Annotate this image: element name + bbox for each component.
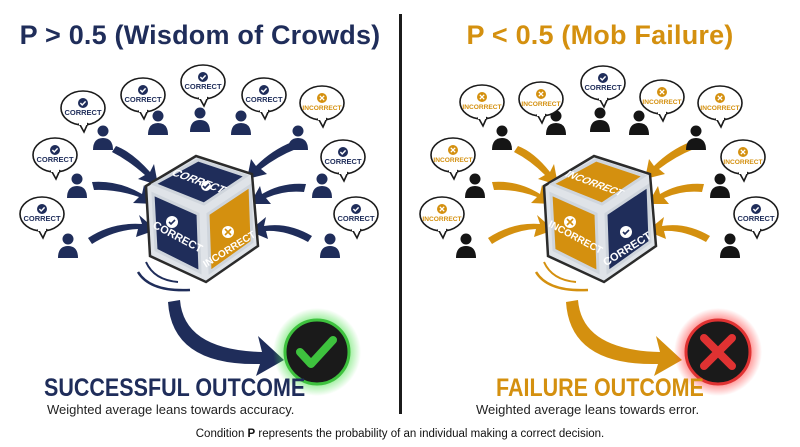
person-icon xyxy=(465,173,485,198)
x-icon xyxy=(536,89,546,99)
person-icon xyxy=(710,173,730,198)
vote-label: INCORRECT xyxy=(302,105,341,112)
vote-label: INCORRECT xyxy=(642,99,681,106)
vote-label: CORRECT xyxy=(184,82,222,91)
incorrect-vote-bubble: INCORRECT xyxy=(697,85,743,129)
person-icon xyxy=(148,110,168,135)
vote-label: INCORRECT xyxy=(422,216,461,223)
person-icon xyxy=(190,107,210,132)
success-outcome-heading: SUCCESSFUL OUTCOME xyxy=(44,374,306,402)
left-crowd-arrows xyxy=(88,142,312,244)
check-icon xyxy=(78,98,88,108)
person-icon xyxy=(320,233,340,258)
footer-note-symbol: P xyxy=(247,428,256,440)
correct-vote-bubble: CORRECT xyxy=(580,65,626,109)
failure-outcome-subtitle: Weighted average leans towards error. xyxy=(476,402,700,417)
success-outcome-subtitle: Weighted average leans towards accuracy. xyxy=(47,402,295,417)
person-icon xyxy=(590,107,610,132)
incorrect-vote-bubble: INCORRECT xyxy=(459,84,505,128)
x-icon xyxy=(715,93,725,103)
incorrect-vote-bubble: INCORRECT xyxy=(299,85,345,129)
vote-label: INCORRECT xyxy=(700,105,739,112)
person-icon xyxy=(686,125,706,150)
person-icon xyxy=(456,233,476,258)
x-icon xyxy=(657,87,667,97)
correct-vote-bubble: CORRECT xyxy=(60,90,106,134)
x-icon xyxy=(477,92,487,102)
left-crowd: CORRECT CORRECT CORRECT CORRECT INCORRECT COR… xyxy=(19,64,379,258)
check-icon xyxy=(138,85,148,95)
incorrect-vote-bubble: INCORRECT xyxy=(430,137,476,181)
vote-label: CORRECT xyxy=(23,214,61,223)
vote-label: INCORRECT xyxy=(521,101,560,108)
success-check-icon xyxy=(273,308,361,396)
title-mob-failure: P < 0.5 (Mob Failure) xyxy=(466,20,734,50)
correct-vote-bubble: CORRECT xyxy=(733,196,779,240)
vote-label: CORRECT xyxy=(337,214,375,223)
person-icon xyxy=(312,173,332,198)
x-icon xyxy=(437,204,447,214)
check-icon xyxy=(198,72,208,82)
incorrect-vote-bubble: INCORRECT xyxy=(720,139,766,183)
person-icon xyxy=(288,125,308,150)
person-icon xyxy=(67,173,87,198)
vote-label: INCORRECT xyxy=(433,157,472,164)
person-icon xyxy=(492,125,512,150)
vote-label: CORRECT xyxy=(64,108,102,117)
failure-cross-icon xyxy=(674,308,762,396)
title-wisdom-of-crowds: P > 0.5 (Wisdom of Crowds) xyxy=(19,20,381,50)
incorrect-vote-bubble: INCORRECT xyxy=(419,196,465,240)
left-outcome-arrow xyxy=(168,300,284,376)
x-icon xyxy=(738,147,748,157)
check-icon xyxy=(50,145,60,155)
correct-vote-bubble: CORRECT xyxy=(120,77,166,121)
footer-note: Condition P represents the probability o… xyxy=(0,428,800,440)
footer-note-prefix: Condition xyxy=(195,428,248,440)
footer-note-suffix: represents the probability of an individ… xyxy=(255,428,605,440)
right-crowd: INCORRECT INCORRECT CORRECT INCORRECT INCORR… xyxy=(419,65,779,258)
check-icon xyxy=(351,204,361,214)
vote-label: CORRECT xyxy=(737,214,775,223)
right-decision-die: INCORRECT INCORRECT CORRECT xyxy=(542,154,658,284)
person-icon xyxy=(231,110,251,135)
check-icon xyxy=(259,85,269,95)
correct-vote-bubble: CORRECT xyxy=(19,196,65,240)
vote-label: CORRECT xyxy=(36,155,74,164)
incorrect-vote-bubble: INCORRECT xyxy=(518,81,564,125)
center-divider xyxy=(399,14,402,414)
right-outcome-arrow xyxy=(566,300,682,376)
failure-outcome-heading: FAILURE OUTCOME xyxy=(496,374,704,402)
vote-label: INCORRECT xyxy=(462,104,501,111)
vote-label: CORRECT xyxy=(324,157,362,166)
correct-vote-bubble: CORRECT xyxy=(180,64,226,108)
vote-label: CORRECT xyxy=(245,95,283,104)
vote-label: CORRECT xyxy=(124,95,162,104)
correct-vote-bubble: CORRECT xyxy=(241,77,287,121)
check-icon xyxy=(598,73,608,83)
person-icon xyxy=(58,233,78,258)
x-icon xyxy=(317,93,327,103)
correct-vote-bubble: CORRECT xyxy=(32,137,78,181)
person-icon xyxy=(93,125,113,150)
vote-label: CORRECT xyxy=(584,83,622,92)
left-panel: CORRECT CORRECT INCORRECT CORRECTCORRECT… xyxy=(19,64,379,396)
right-crowd-arrows xyxy=(488,142,710,244)
incorrect-vote-bubble: INCORRECT xyxy=(639,79,685,123)
x-icon xyxy=(448,145,458,155)
vote-label: INCORRECT xyxy=(723,159,762,166)
correct-vote-bubble: CORRECT xyxy=(333,196,379,240)
check-icon xyxy=(338,147,348,157)
correct-vote-bubble: CORRECT xyxy=(320,139,366,183)
person-icon xyxy=(720,233,740,258)
person-icon xyxy=(629,110,649,135)
check-icon xyxy=(37,204,47,214)
check-icon xyxy=(751,204,761,214)
left-decision-die: CORRECT CORRECT INCORRECT xyxy=(144,154,260,284)
